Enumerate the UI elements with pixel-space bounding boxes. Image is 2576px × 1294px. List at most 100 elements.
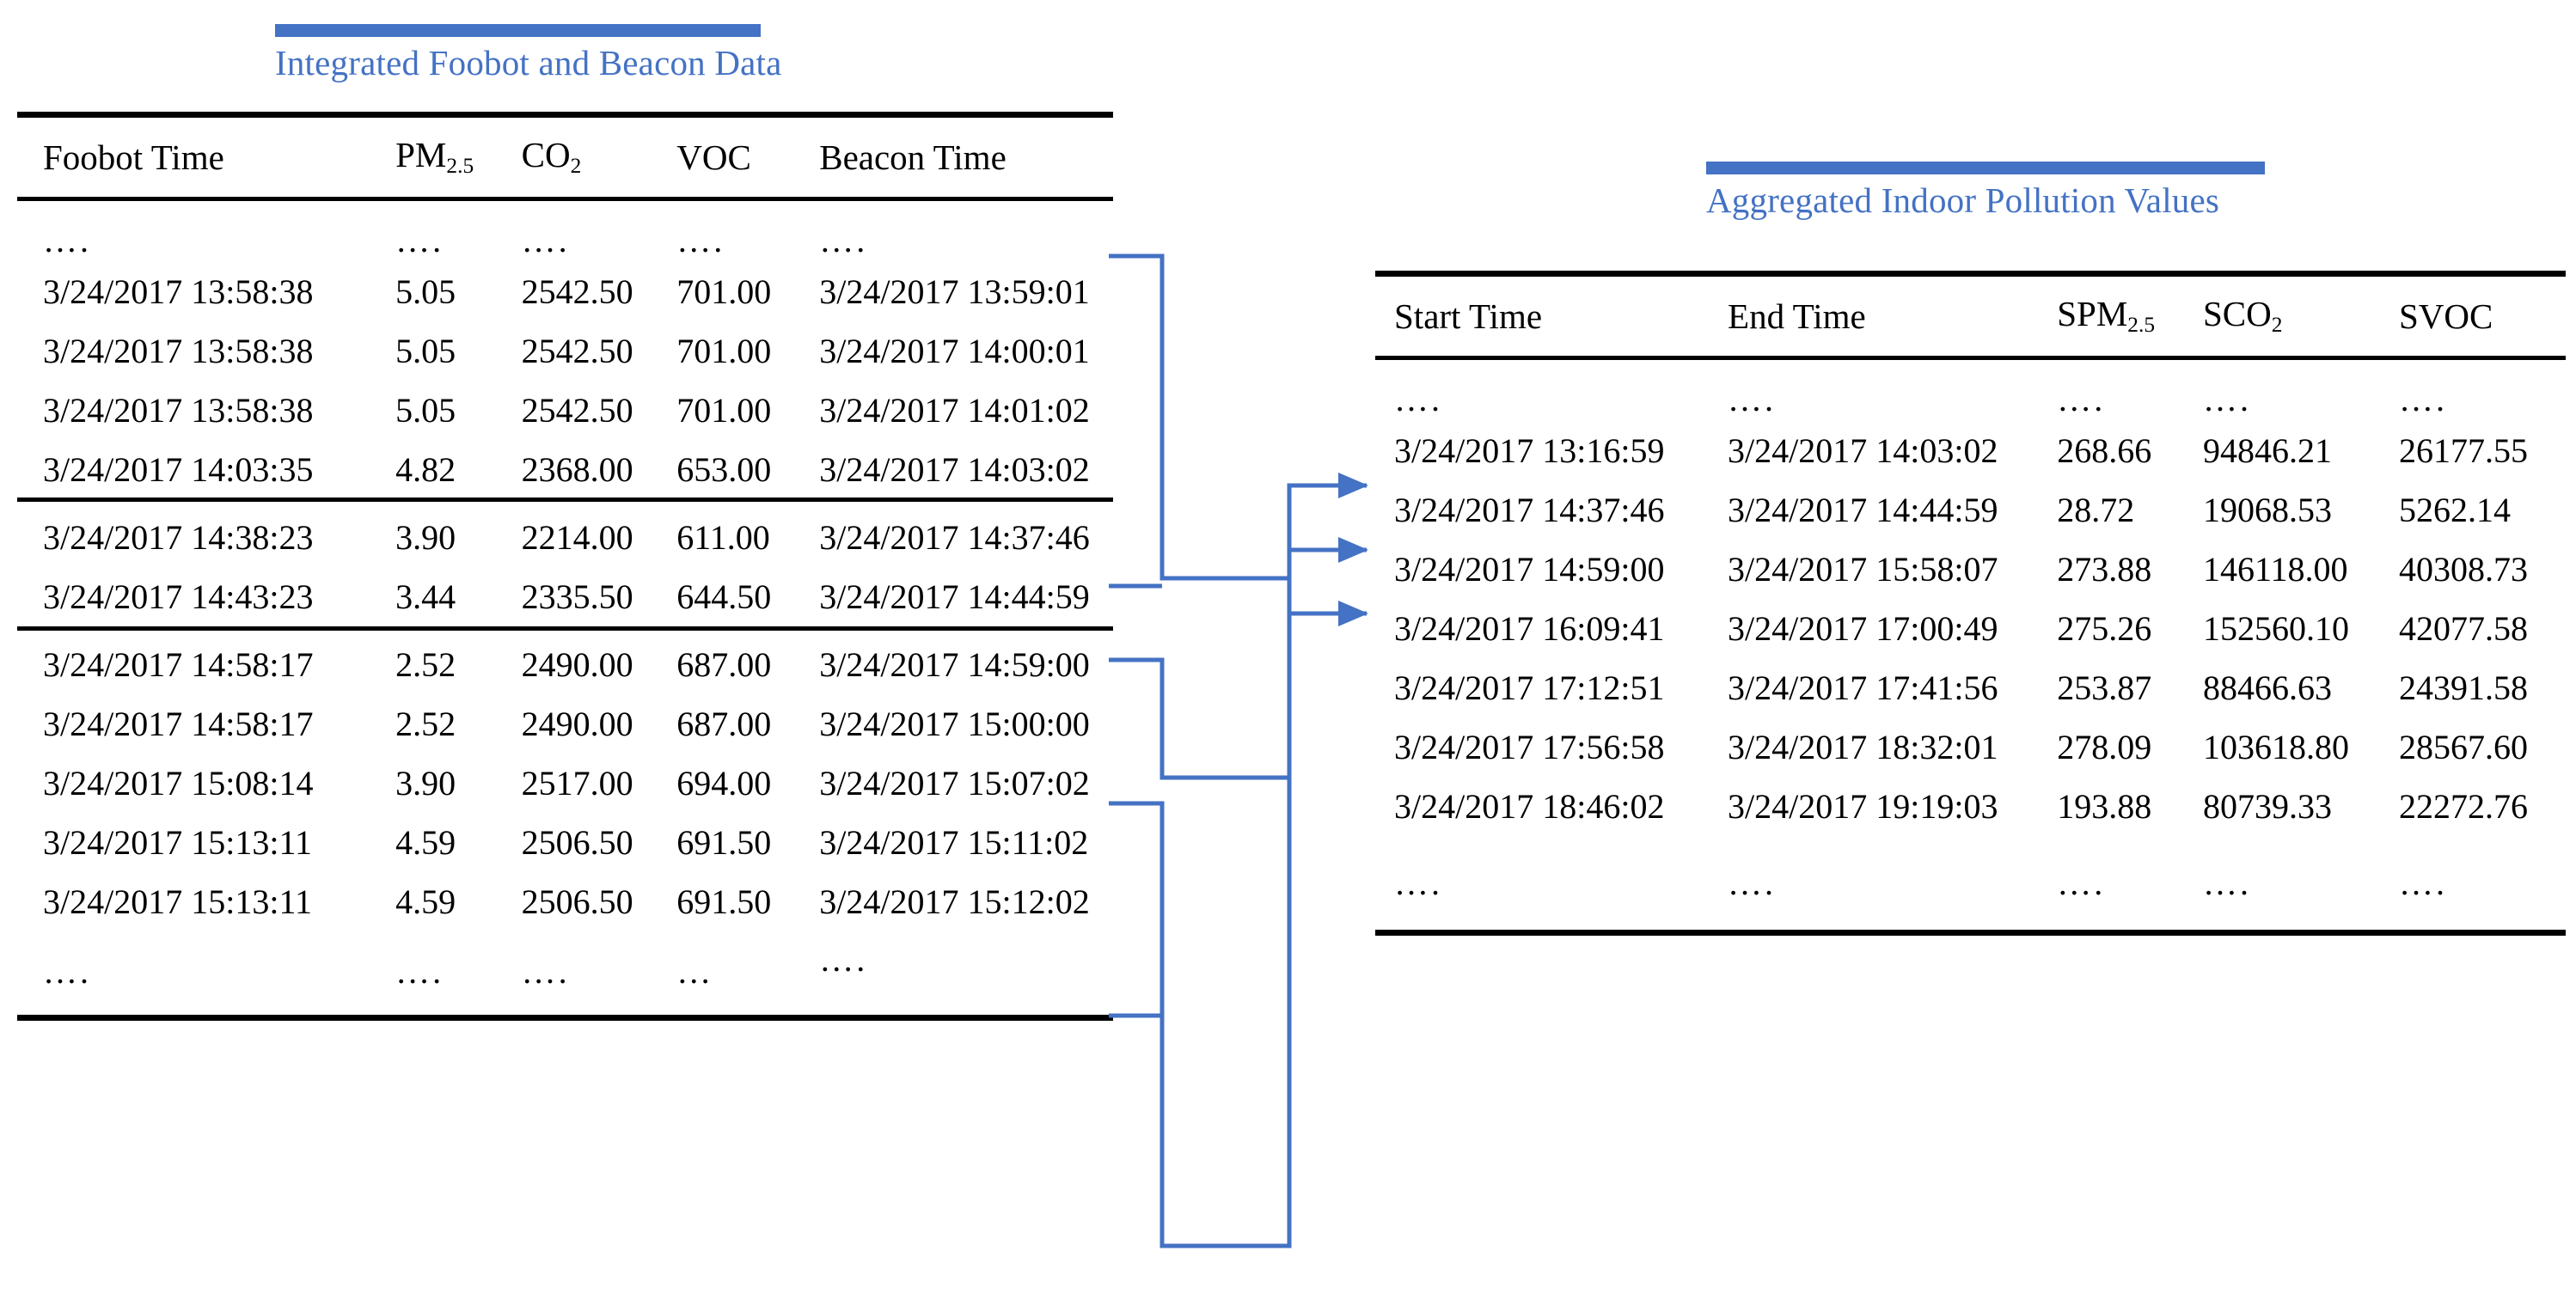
cell-voc: 691.50 [676, 882, 772, 921]
table-row[interactable]: 3/24/2017 15:13:11 4.59 2506.50 691.50 3… [17, 873, 1113, 932]
table-row[interactable]: 3/24/2017 13:16:59 3/24/2017 14:03:02 26… [1375, 422, 2566, 481]
table-row[interactable]: 3/24/2017 15:13:11 4.59 2506.50 691.50 3… [17, 814, 1113, 873]
cell-voc: 694.00 [676, 764, 772, 803]
table-row[interactable]: 3/24/2017 13:58:38 5.05 2542.50 701.00 3… [17, 263, 1113, 322]
table-row[interactable]: 3/24/2017 14:03:35 4.82 2368.00 653.00 3… [17, 441, 1113, 497]
ellipsis-cell: …. [1728, 380, 1777, 418]
ellipsis-cell: …. [2398, 864, 2447, 902]
cell-start-time: 3/24/2017 13:16:59 [1394, 431, 1665, 470]
column-header-pm25: PM2.5 [395, 134, 474, 178]
cell-end-time: 3/24/2017 19:19:03 [1728, 787, 1998, 826]
connector-group3-to-row3 [1109, 601, 1369, 1248]
cell-start-time: 3/24/2017 17:56:58 [1394, 728, 1665, 766]
cell-voc: 691.50 [676, 823, 772, 862]
group-separator-rule-1 [17, 497, 1113, 502]
ellipsis-cell: …. [2203, 380, 2251, 418]
cell-spm25: 268.66 [2057, 431, 2152, 470]
table-row[interactable]: 3/24/2017 14:38:23 3.90 2214.00 611.00 3… [17, 502, 1113, 568]
cell-sco2: 19068.53 [2203, 491, 2332, 529]
column-header-co2: CO2 [521, 134, 582, 178]
table-row[interactable]: 3/24/2017 16:09:41 3/24/2017 17:00:49 27… [1375, 600, 2566, 659]
cell-spm25: 28.72 [2057, 491, 2135, 529]
table-header-rule [1375, 356, 2566, 360]
cell-end-time: 3/24/2017 14:03:02 [1728, 431, 1998, 470]
ellipsis-cell: …. [676, 221, 725, 259]
table-header-row: Foobot Time PM2.5 CO2 VOC Beacon Time [17, 118, 1113, 197]
cell-pm25: 2.52 [395, 645, 456, 684]
table-row[interactable]: 3/24/2017 14:59:00 3/24/2017 15:58:07 27… [1375, 540, 2566, 600]
ellipsis-cell: …. [2203, 864, 2251, 902]
table-top-rule [17, 112, 1113, 118]
connector-group1-to-row1 [1109, 253, 1369, 589]
cell-co2: 2517.00 [521, 764, 633, 803]
cell-voc: 687.00 [676, 645, 772, 684]
table-row[interactable]: 3/24/2017 14:37:46 3/24/2017 14:44:59 28… [1375, 481, 2566, 540]
table-row[interactable]: 3/24/2017 15:08:14 3.90 2517.00 694.00 3… [17, 754, 1113, 814]
cell-pm25: 4.82 [395, 450, 456, 489]
cell-co2: 2368.00 [521, 450, 633, 489]
ellipsis-cell: …. [1394, 864, 1442, 902]
cell-svoc: 40308.73 [2398, 550, 2528, 589]
cell-co2: 2542.50 [521, 332, 633, 370]
cell-voc: 644.50 [676, 577, 772, 616]
cell-sco2: 146118.00 [2203, 550, 2348, 589]
table-row[interactable]: 3/24/2017 14:58:17 2.52 2490.00 687.00 3… [17, 631, 1113, 695]
table-row[interactable]: 3/24/2017 13:58:38 5.05 2542.50 701.00 3… [17, 322, 1113, 381]
left-table-title-block: Integrated Foobot and Beacon Data [275, 24, 782, 82]
ellipsis-cell: … [676, 952, 714, 991]
cell-foobot-time: 3/24/2017 14:43:23 [43, 577, 314, 616]
ellipsis-cell: …. [521, 221, 570, 259]
cell-end-time: 3/24/2017 14:44:59 [1728, 491, 1998, 529]
ellipsis-cell: …. [819, 221, 868, 259]
table-ellipsis-row-bottom: …. …. …. … …. [17, 932, 1113, 1015]
column-header-spm25: SPM2.5 [2057, 293, 2156, 337]
ellipsis-cell: …. [2398, 380, 2447, 418]
cell-foobot-time: 3/24/2017 14:58:17 [43, 705, 314, 743]
cell-svoc: 26177.55 [2398, 431, 2528, 470]
table-row[interactable]: 3/24/2017 13:58:38 5.05 2542.50 701.00 3… [17, 381, 1113, 441]
cell-end-time: 3/24/2017 17:00:49 [1728, 609, 1998, 648]
cell-svoc: 24391.58 [2398, 668, 2528, 707]
table-ellipsis-row-top: …. …. …. …. …. [17, 201, 1113, 263]
ellipsis-cell: …. [1394, 380, 1442, 418]
ellipsis-cell: …. [395, 952, 444, 991]
cell-pm25: 3.90 [395, 764, 456, 803]
cell-pm25: 4.59 [395, 882, 456, 921]
ellipsis-cell: …. [395, 221, 444, 259]
cell-end-time: 3/24/2017 18:32:01 [1728, 728, 1998, 766]
cell-foobot-time: 3/24/2017 13:58:38 [43, 332, 314, 370]
cell-co2: 2490.00 [521, 645, 633, 684]
aggregated-indoor-pollution-table: Start Time End Time SPM2.5 SCO2 SVOC …. … [1375, 271, 2566, 936]
column-header-voc: VOC [676, 137, 751, 177]
ellipsis-cell: …. [43, 952, 91, 991]
cell-spm25: 253.87 [2057, 668, 2152, 707]
cell-co2: 2506.50 [521, 823, 633, 862]
group-separator-rule-2 [17, 626, 1113, 631]
table-ellipsis-row-top: …. …. …. …. …. [1375, 360, 2566, 422]
table-row[interactable]: 3/24/2017 18:46:02 3/24/2017 19:19:03 19… [1375, 778, 2566, 837]
cell-beacon-time: 3/24/2017 14:44:59 [819, 577, 1090, 616]
cell-voc: 701.00 [676, 272, 772, 311]
cell-spm25: 275.26 [2057, 609, 2152, 648]
column-header-sco2: SCO2 [2203, 293, 2283, 337]
right-table-title: Aggregated Indoor Pollution Values [1706, 180, 2220, 220]
cell-voc: 701.00 [676, 391, 772, 430]
cell-pm25: 4.59 [395, 823, 456, 862]
table-row[interactable]: 3/24/2017 14:58:17 2.52 2490.00 687.00 3… [17, 695, 1113, 754]
right-title-accent-bar [1706, 162, 2265, 174]
table-row[interactable]: 3/24/2017 17:56:58 3/24/2017 18:32:01 27… [1375, 718, 2566, 778]
table-row[interactable]: 3/24/2017 14:43:23 3.44 2335.50 644.50 3… [17, 568, 1113, 626]
table-ellipsis-row-bottom: …. …. …. …. …. [1375, 837, 2566, 930]
cell-sco2: 94846.21 [2203, 431, 2332, 470]
cell-sco2: 152560.10 [2203, 609, 2349, 648]
ellipsis-cell: …. [2057, 380, 2106, 418]
table-row[interactable]: 3/24/2017 17:12:51 3/24/2017 17:41:56 25… [1375, 659, 2566, 718]
cell-co2: 2506.50 [521, 882, 633, 921]
left-table-title: Integrated Foobot and Beacon Data [275, 43, 782, 82]
table-top-rule [1375, 271, 2566, 277]
ellipsis-cell: …. [819, 940, 868, 979]
cell-start-time: 3/24/2017 17:12:51 [1394, 668, 1665, 707]
cell-start-time: 3/24/2017 16:09:41 [1394, 609, 1665, 648]
ellipsis-cell: …. [43, 221, 91, 259]
